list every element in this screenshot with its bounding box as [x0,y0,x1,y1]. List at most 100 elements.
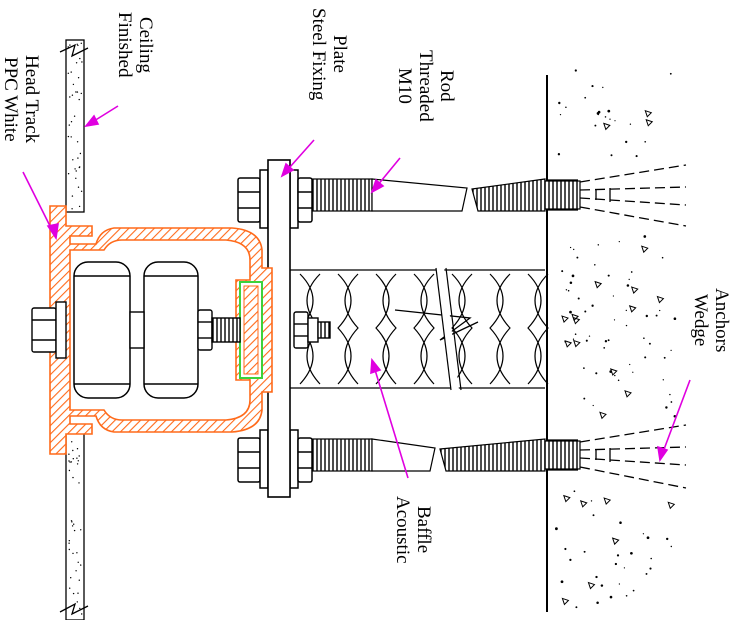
concrete-speck [623,567,626,569]
aggregate-mark [609,368,618,376]
label-finished-ceiling-line2: Finished [114,12,135,78]
board-speck [79,607,81,610]
board-speck [79,166,81,168]
board-speck [78,205,81,208]
concrete-speck [614,374,616,377]
concrete-speck [617,379,620,382]
board-speck [75,62,78,64]
board-speck [80,529,82,531]
concrete-speck [629,123,632,125]
board-speck [70,136,72,138]
label-steel-fixing-plate-line1: Plate [329,35,350,74]
concrete-speck [630,551,633,555]
board-speck [68,124,71,126]
concrete-speck [567,289,570,292]
baffle-fibre [420,273,435,385]
concrete-speck [665,406,668,409]
label-acoustic-baffle-line1: Baffle [413,506,434,554]
concrete-speck [625,140,628,144]
concrete-speck [670,545,673,548]
aggregate-mark [571,313,579,322]
concrete-speck [619,521,622,524]
concrete-speck [618,240,620,243]
concrete-speck [644,356,647,359]
label-ppc-head-track-line2: PPC White [0,56,21,142]
concrete-speck [626,284,630,287]
board-speck [78,482,80,484]
concrete-speck [661,256,664,259]
aggregate-mark [603,497,612,505]
concrete-speck [596,601,599,604]
concrete-speck [595,372,598,375]
concrete-speck [610,154,613,157]
concrete-speck [560,580,564,584]
concrete-speck [574,333,577,336]
concrete-speck [614,120,616,122]
ceiling-board-top [65,39,85,213]
board-speck [68,469,71,472]
label-threaded-rod-line3: M10 [394,67,415,104]
baffle-fibre [527,273,542,385]
concrete-speck [632,371,634,373]
label-ppc-head-track-line1: Head Track [21,55,42,144]
board-speck [76,141,79,143]
concrete-speck [659,309,661,312]
board-speck [80,564,82,566]
concrete-speck [625,309,627,312]
aggregate-mark [630,286,639,294]
board-speck [75,570,77,572]
aggregate-mark [572,339,581,348]
concrete-speck [569,558,572,562]
concrete-speck [600,584,604,587]
board-speck [78,579,81,581]
concrete-speck [602,86,604,89]
concrete-speck [576,256,579,259]
board-speck [67,135,70,138]
concrete-speck [565,289,568,291]
board-speck [77,77,80,79]
board-speck [71,521,73,523]
concrete-speck [569,246,572,249]
board-speck [71,525,74,527]
concrete-speck [645,314,648,318]
baffle-fibre [534,273,549,385]
board-speck [68,453,70,455]
concrete-speck [629,363,631,366]
board-speck [76,457,78,459]
baffle-fibre [344,273,359,385]
board-speck [76,601,79,603]
label-wedge-anchors-line1: Anchors [711,288,732,353]
strip-core [243,285,259,375]
baffle-fibre [375,273,390,385]
aggregate-mark [645,118,654,127]
concrete-speck [588,335,591,337]
concrete-speck [565,106,567,109]
board-speck [70,577,72,579]
concrete-slab [546,69,677,612]
baffle-fibre [337,273,352,385]
concrete-speck [592,404,594,407]
concrete-speck [655,314,658,317]
board-speck [75,177,77,179]
concrete-speck [666,537,669,541]
concrete-speck [557,153,561,156]
board-speck [76,91,79,93]
concrete-speck [592,514,595,517]
roller-left [73,261,131,399]
concrete-speck [628,278,630,281]
board-speck [69,461,71,463]
board-speck [76,43,78,45]
concrete-speck [564,547,567,551]
concrete-speck [572,338,575,340]
label-threaded-rod-line1: Rod [436,70,457,102]
concrete-speck [609,118,611,120]
board-speck [78,98,80,101]
concrete-speck [575,606,578,609]
board-speck [72,592,75,595]
aggregate-mark [628,305,637,313]
board-speck [71,195,74,197]
label-acoustic-baffle: Baffle Acoustic [392,496,434,564]
board-speck [70,461,73,463]
board-speck [69,96,71,98]
